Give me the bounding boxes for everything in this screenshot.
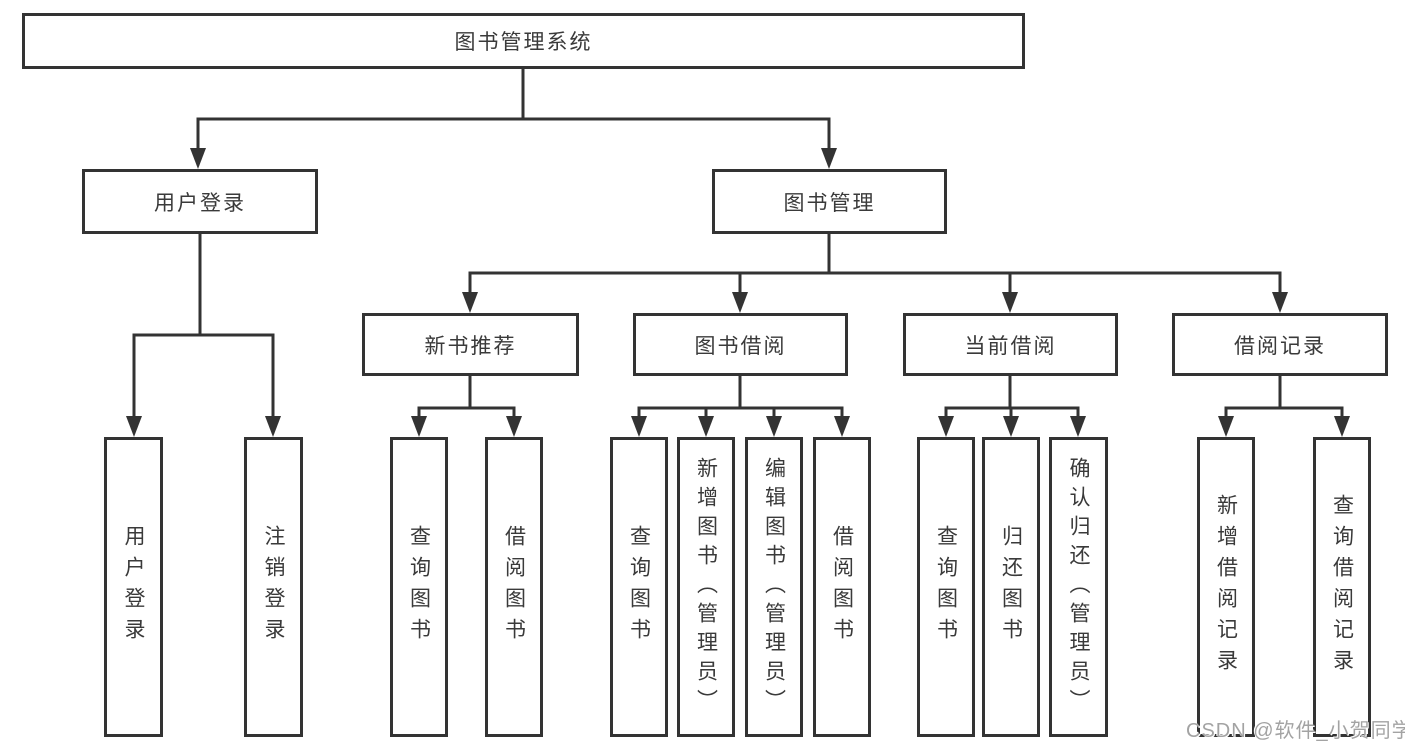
leaf-borrow-books: 借阅图书 [813, 437, 871, 737]
node-label: 借阅记录 [1234, 334, 1326, 358]
leaf-label: 归还图书 [999, 525, 1023, 649]
node-user-login: 用户登录 [82, 169, 318, 234]
leaf-label: 新增图书（管理员） [694, 456, 718, 718]
leaf-label: 确认归还（管理员） [1067, 456, 1090, 718]
node-label: 当前借阅 [964, 334, 1057, 358]
leaf-label: 编辑图书（管理员） [762, 456, 786, 718]
leaf-label: 新增借阅记录 [1214, 494, 1238, 680]
connector-record-children [1218, 376, 1350, 437]
leaf-borrow-books: 借阅图书 [485, 437, 543, 737]
leaf-label: 用户登录 [122, 525, 145, 649]
node-new-book-recommend: 新书推荐 [362, 313, 579, 376]
leaf-edit-books-admin: 编辑图书（管理员） [745, 437, 803, 737]
leaf-label: 查询图书 [934, 525, 958, 649]
leaf-confirm-return-admin: 确认归还（管理员） [1049, 437, 1108, 737]
node-label: 用户登录 [154, 191, 246, 215]
connector-user-login-children [126, 233, 281, 437]
leaf-return-books: 归还图书 [982, 437, 1040, 737]
connector-root-to-level2 [190, 68, 837, 169]
node-library-management-system: 图书管理系统 [22, 13, 1025, 69]
leaf-query-books: 查询图书 [390, 437, 448, 737]
connector-book-mgmt-sections [462, 233, 1288, 313]
csdn-watermark: CSDN @软件_小贺同学 [1186, 720, 1405, 742]
leaf-label: 借阅图书 [502, 525, 526, 649]
node-current-borrowing: 当前借阅 [903, 313, 1118, 376]
leaf-add-books-admin: 新增图书（管理员） [677, 437, 735, 737]
leaf-label: 借阅图书 [830, 525, 854, 649]
leaf-query-books: 查询图书 [610, 437, 668, 737]
leaf-query-books: 查询图书 [917, 437, 975, 737]
connector-borrow-children [631, 376, 850, 437]
node-label: 图书管理系统 [454, 31, 593, 54]
node-label: 图书借阅 [694, 334, 787, 358]
node-book-borrowing: 图书借阅 [633, 313, 848, 376]
leaf-label: 注销登录 [262, 525, 285, 649]
connector-current-children [938, 376, 1086, 437]
leaf-logout: 注销登录 [244, 437, 303, 737]
leaf-label: 查询图书 [627, 525, 651, 649]
node-label: 图书管理 [783, 191, 876, 215]
leaf-user-login: 用户登录 [104, 437, 163, 737]
leaf-label: 查询图书 [407, 525, 431, 649]
connector-newbook-children [411, 376, 522, 437]
node-label: 新书推荐 [424, 334, 517, 358]
leaf-label: 查询借阅记录 [1330, 494, 1354, 680]
node-book-management: 图书管理 [712, 169, 947, 234]
leaf-add-borrow-record: 新增借阅记录 [1197, 437, 1255, 737]
node-borrowing-records: 借阅记录 [1172, 313, 1388, 376]
leaf-query-borrow-record: 查询借阅记录 [1313, 437, 1371, 737]
